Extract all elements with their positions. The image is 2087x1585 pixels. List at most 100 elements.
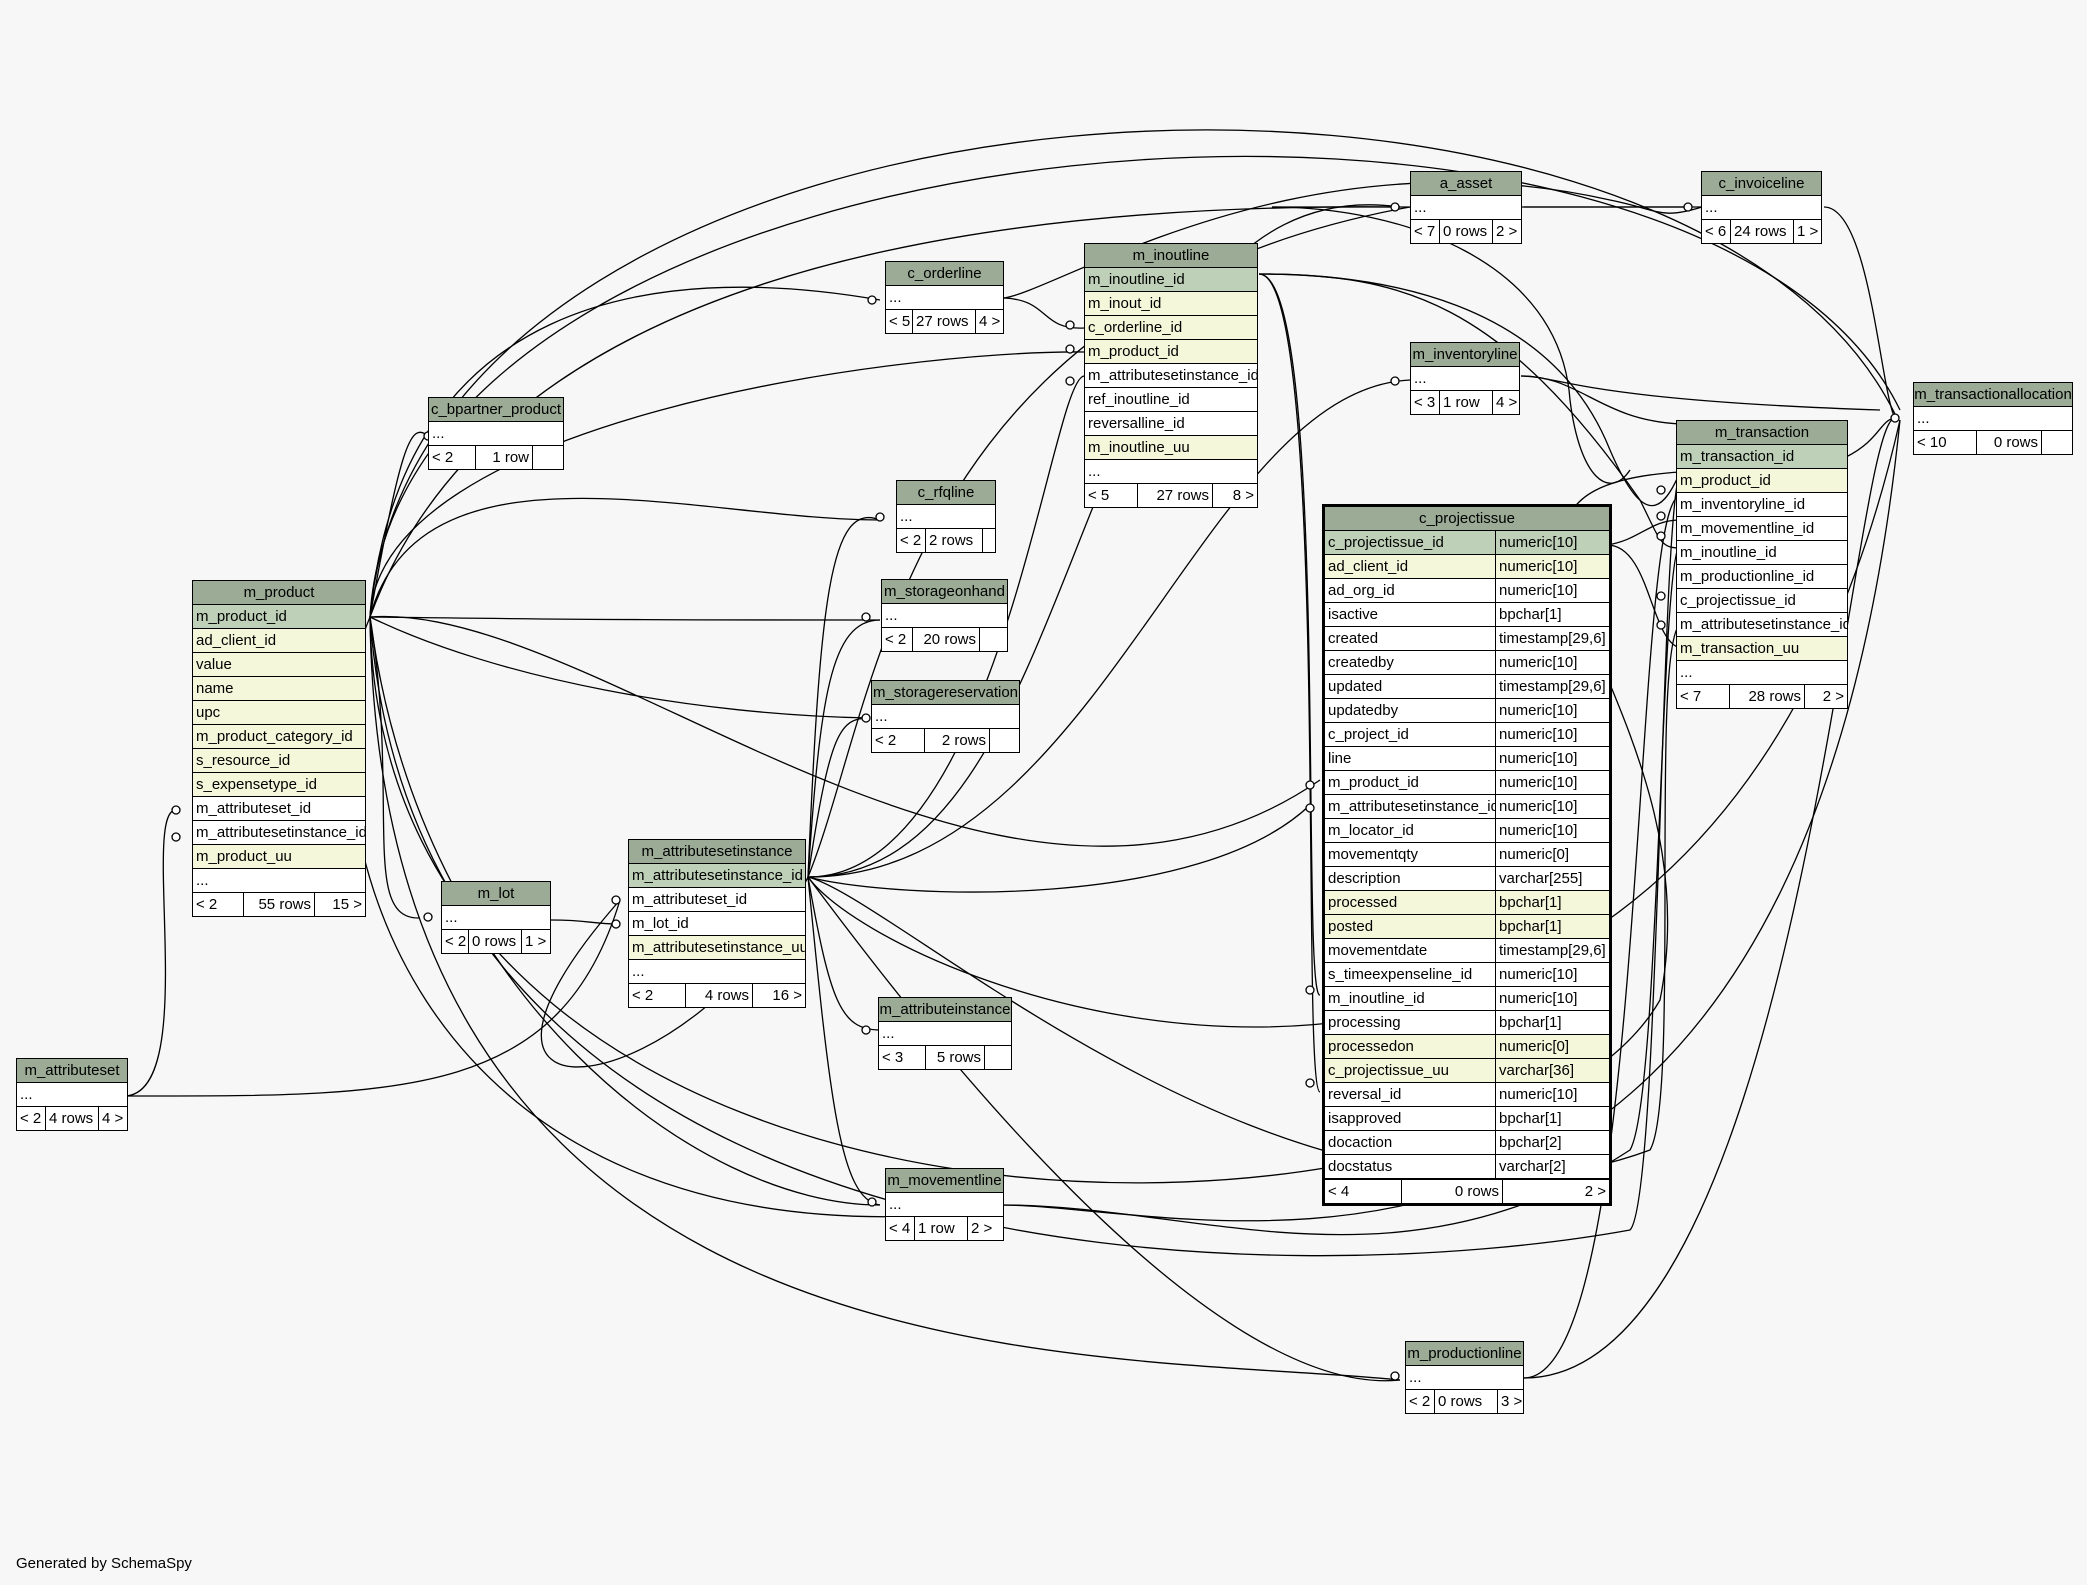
children-count: < 5 [1088, 487, 1110, 504]
column-row: m_transaction_uu [1677, 637, 1847, 661]
edge-end-marker [171, 805, 181, 815]
table-c-rfqline[interactable]: c_rfqline ... < 2 2 rows [896, 480, 996, 553]
edge-end-marker [1065, 344, 1075, 354]
parents-count: 1 > [521, 930, 550, 953]
column-name: m_product_id [1328, 774, 1419, 791]
column-row: ... [1702, 196, 1821, 220]
table-footer: < 7 0 rows 2 > [1411, 220, 1521, 243]
edge [369, 351, 1085, 618]
table-footer: < 2 2 rows [897, 529, 995, 552]
table-c-orderline[interactable]: c_orderline ... < 5 27 rows 4 > [885, 261, 1004, 334]
edge-end-marker [1890, 413, 1900, 423]
row-count: 0 rows [1439, 220, 1492, 243]
parents-count: 2 > [1502, 1180, 1609, 1203]
children-count: < 2 [20, 1110, 42, 1127]
column-type: bpchar[1] [1495, 891, 1609, 914]
table-title: m_movementline [886, 1169, 1003, 1193]
table-c-invoiceline[interactable]: c_invoiceline ... < 6 24 rows 1 > [1701, 171, 1822, 244]
row-count: 5 rows [925, 1046, 984, 1069]
edge-end-marker [171, 832, 181, 842]
table-m-attributeinstance[interactable]: m_attributeinstance ... < 3 5 rows [878, 997, 1012, 1070]
table-title: m_storagereservation [872, 681, 1019, 705]
edge-end-marker [861, 612, 871, 622]
parents-count: 15 > [314, 893, 365, 916]
table-m-transactionallocation[interactable]: m_transactionallocation ... < 10 0 rows [1913, 382, 2073, 455]
row-count: 0 rows [1976, 431, 2041, 454]
column-name: processing [1328, 1014, 1401, 1031]
edge-end-marker [1656, 591, 1666, 601]
edge [125, 899, 621, 1097]
row-count: 1 row [475, 446, 532, 469]
column-row: m_attributesetinstance_uu [629, 936, 805, 960]
children-count: < 4 [1328, 1183, 1350, 1200]
column-row: ... [442, 906, 550, 930]
column-row: m_productionline_id [1677, 565, 1847, 589]
column-row: ... [886, 1193, 1003, 1217]
column-row: created timestamp[29,6] [1325, 627, 1609, 651]
table-m-attributeset[interactable]: m_attributeset ... < 2 4 rows 4 > [16, 1058, 128, 1131]
table-title: m_attributeinstance [879, 998, 1011, 1022]
table-title: c_orderline [886, 262, 1003, 286]
table-m-storagereservation[interactable]: m_storagereservation ... < 2 2 rows [871, 680, 1020, 753]
table-title: m_attributeset [17, 1059, 127, 1083]
table-title: m_attributesetinstance [629, 840, 805, 864]
table-m-inoutline[interactable]: m_inoutline m_inoutline_id m_inout_id c_… [1084, 243, 1258, 508]
column-row: ... [1914, 407, 2072, 431]
table-footer: < 2 2 rows [872, 729, 1019, 752]
table-m-movementline[interactable]: m_movementline ... < 4 1 row 2 > [885, 1168, 1004, 1241]
column-row: c_projectissue_id [1677, 589, 1847, 613]
children-count: < 2 [632, 987, 654, 1004]
column-row: m_inoutline_id [1085, 268, 1257, 292]
column-name: processed [1328, 894, 1398, 911]
edge [1520, 375, 1681, 425]
column-row: ref_inoutline_id [1085, 388, 1257, 412]
edge [369, 431, 429, 618]
column-row: m_attributesetinstance_id [629, 864, 805, 888]
table-c-bpartner-product[interactable]: c_bpartner_product ... < 2 1 row [428, 397, 564, 470]
table-m-productionline[interactable]: m_productionline ... < 2 0 rows 3 > [1405, 1341, 1524, 1414]
table-title: c_projectissue [1325, 507, 1609, 531]
column-type: timestamp[29,6] [1495, 627, 1609, 650]
edge [807, 379, 1411, 878]
edge [1845, 417, 1896, 458]
table-title: c_invoiceline [1702, 172, 1821, 196]
table-title: a_asset [1411, 172, 1521, 196]
edge [807, 516, 881, 878]
table-m-product[interactable]: m_product m_product_id ad_client_id valu… [192, 580, 366, 917]
column-row: processed bpchar[1] [1325, 891, 1609, 915]
table-m-inventoryline[interactable]: m_inventoryline ... < 3 1 row 4 > [1410, 342, 1520, 415]
column-row: m_product_id numeric[10] [1325, 771, 1609, 795]
column-type: numeric[10] [1495, 771, 1609, 794]
table-m-lot[interactable]: m_lot ... < 2 0 rows 1 > [441, 881, 551, 954]
parents-count: 16 > [752, 984, 805, 1007]
edge-end-marker [611, 919, 621, 929]
children-count: < 6 [1705, 223, 1727, 240]
edge-end-marker [1683, 202, 1693, 212]
table-footer: < 5 27 rows 8 > [1085, 484, 1257, 507]
table-m-attributesetinstance[interactable]: m_attributesetinstance m_attributesetins… [628, 839, 806, 1008]
column-name: created [1328, 630, 1379, 647]
table-footer: < 5 27 rows 4 > [886, 310, 1003, 333]
column-type: bpchar[1] [1495, 915, 1609, 938]
column-row: m_attributesetinstance_id [1085, 364, 1257, 388]
children-count: < 4 [889, 1220, 911, 1237]
parents-count: 2 > [1804, 685, 1847, 708]
table-m-transaction[interactable]: m_transaction m_transaction_id m_product… [1676, 420, 1848, 709]
table-title: m_transactionallocation [1914, 383, 2072, 407]
column-row: ... [1406, 1366, 1523, 1390]
table-a-asset[interactable]: a_asset ... < 7 0 rows 2 > [1410, 171, 1522, 244]
row-count: 0 rows [1434, 1390, 1497, 1413]
column-name: c_project_id [1328, 726, 1409, 743]
table-title: m_productionline [1406, 1342, 1523, 1366]
table-m-storageonhand[interactable]: m_storageonhand ... < 2 20 rows [881, 579, 1008, 652]
edge [369, 286, 881, 618]
column-name: m_attributesetinstance_id [1328, 798, 1495, 815]
